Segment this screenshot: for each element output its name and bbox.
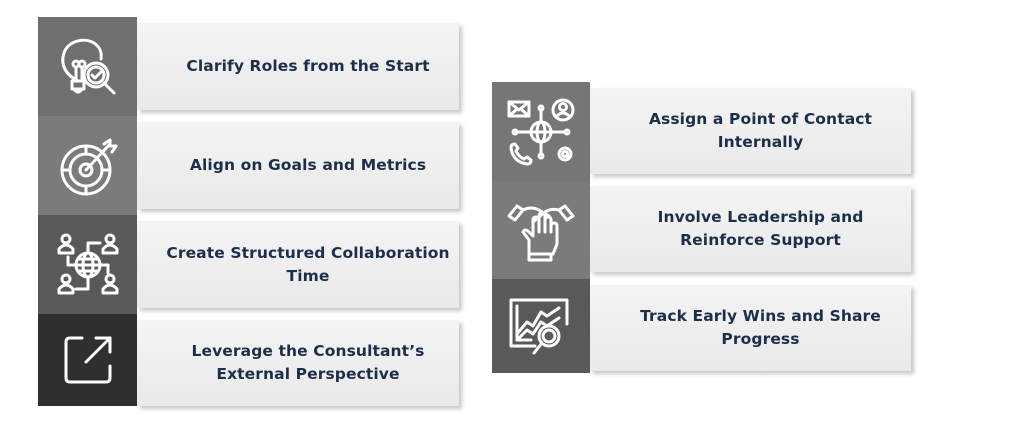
step-label: Track Early Wins and Share Progress [640,307,881,348]
globe-network-people-icon [57,233,118,294]
step-card: Create Structured Collaboration Time [137,221,459,308]
icon-panel [492,279,590,373]
icon-panel [38,215,137,314]
icon-panel [38,116,137,215]
step-track-early-wins: Track Early Wins and Share Progress [492,279,912,373]
step-label: Assign a Point of Contact Internally [648,110,873,151]
chart-magnifier-icon [509,298,569,355]
icon-panel [38,314,137,406]
hands-together-icon [507,204,575,262]
step-point-of-contact: Assign a Point of Contact Internally [492,82,912,181]
step-clarify-roles: Clarify Roles from the Start [38,17,460,116]
lightbulb-check-icon [60,38,115,94]
step-external-perspective: Leverage the Consultant’s External Persp… [38,314,460,406]
step-label: Involve Leadership and Reinforce Support [657,208,864,249]
step-card: Clarify Roles from the Start [137,23,459,110]
contact-network-icon [507,98,575,165]
target-arrow-icon [60,138,117,195]
step-card: Assign a Point of Contact Internally [590,88,911,174]
step-involve-leadership: Involve Leadership and Reinforce Support [492,181,912,279]
icon-panel [492,82,590,181]
step-structured-collaboration: Create Structured Collaboration Time [38,215,460,314]
step-card: Involve Leadership and Reinforce Support [590,186,911,272]
step-align-goals: Align on Goals and Metrics [38,116,460,215]
icon-panel [38,17,137,116]
step-card: Leverage the Consultant’s External Persp… [137,320,459,406]
step-card: Track Early Wins and Share Progress [590,285,911,371]
icon-panel [492,181,590,279]
external-link-icon [64,336,111,384]
step-label: Align on Goals and Metrics [189,156,427,174]
step-card: Align on Goals and Metrics [137,122,459,209]
step-label: Clarify Roles from the Start [186,57,430,75]
step-label: Leverage the Consultant’s External Persp… [191,342,425,383]
step-label: Create Structured Collaboration Time [166,243,450,285]
